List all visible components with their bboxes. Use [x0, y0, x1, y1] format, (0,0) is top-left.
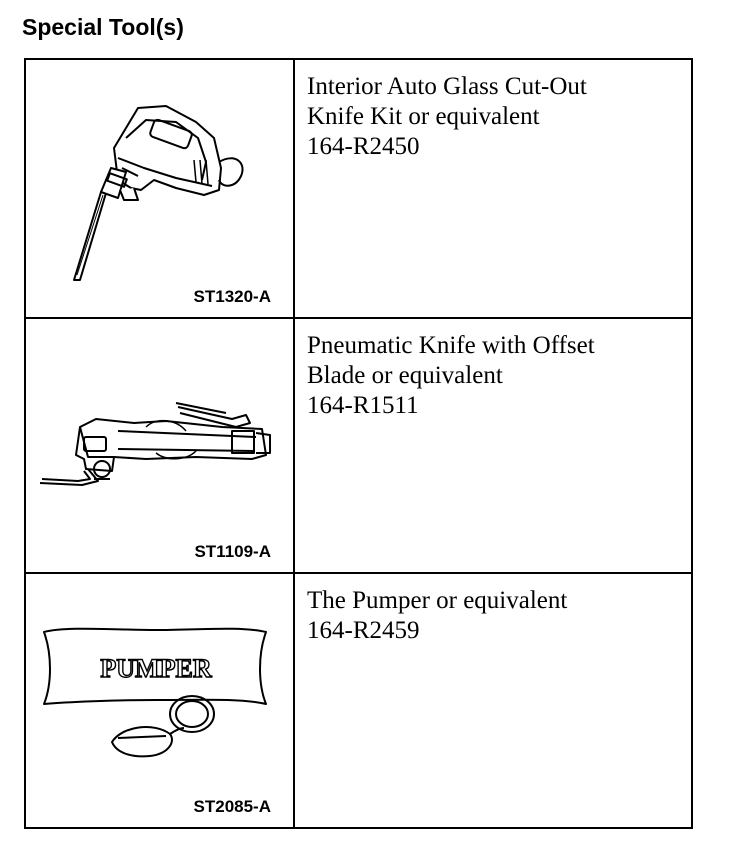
- pneumatic-knife-icon: [39, 402, 271, 486]
- tool-description: Pneumatic Knife with Offset Blade or equ…: [295, 319, 691, 421]
- tool-code: ST1109-A: [194, 542, 271, 561]
- description-line: Pneumatic Knife with Offset: [307, 332, 595, 359]
- tool-illustration-cell: ST1320-A: [24, 58, 295, 319]
- special-tools-table: ST1320-A Interior Auto Glass Cut-Out Kni…: [24, 58, 693, 829]
- pumper-icon: PUMPER: [43, 627, 267, 758]
- table-row: ST1109-A Pneumatic Knife with Offset Bla…: [24, 317, 693, 574]
- tool-illustration-cell: ST1109-A: [24, 317, 295, 574]
- description-line: The Pumper or equivalent: [307, 587, 568, 614]
- tool-description-cell: The Pumper or equivalent 164-R2459: [293, 572, 693, 829]
- glass-cutout-knife-icon: [73, 105, 244, 281]
- tool-description-cell: Interior Auto Glass Cut-Out Knife Kit or…: [293, 58, 693, 319]
- description-line: 164-R1511: [307, 392, 419, 419]
- tool-description-cell: Pneumatic Knife with Offset Blade or equ…: [293, 317, 693, 574]
- tool-code: ST1320-A: [193, 287, 271, 306]
- tool-description: The Pumper or equivalent 164-R2459: [295, 574, 691, 646]
- tool-description: Interior Auto Glass Cut-Out Knife Kit or…: [295, 60, 691, 162]
- description-line: 164-R2459: [307, 617, 420, 644]
- description-line: Blade or equivalent: [307, 362, 503, 389]
- description-line: 164-R2450: [307, 133, 420, 160]
- table-row: PUMPER ST2085-A The Pumper or equivalent…: [24, 572, 693, 829]
- pumper-label: PUMPER: [100, 654, 211, 683]
- description-line: Interior Auto Glass Cut-Out: [307, 73, 587, 100]
- tool-illustration-cell: PUMPER ST2085-A: [24, 572, 295, 829]
- tool-code: ST2085-A: [193, 797, 271, 816]
- description-line: Knife Kit or equivalent: [307, 103, 540, 130]
- table-row: ST1320-A Interior Auto Glass Cut-Out Kni…: [24, 58, 693, 319]
- page-title: Special Tool(s): [22, 14, 184, 40]
